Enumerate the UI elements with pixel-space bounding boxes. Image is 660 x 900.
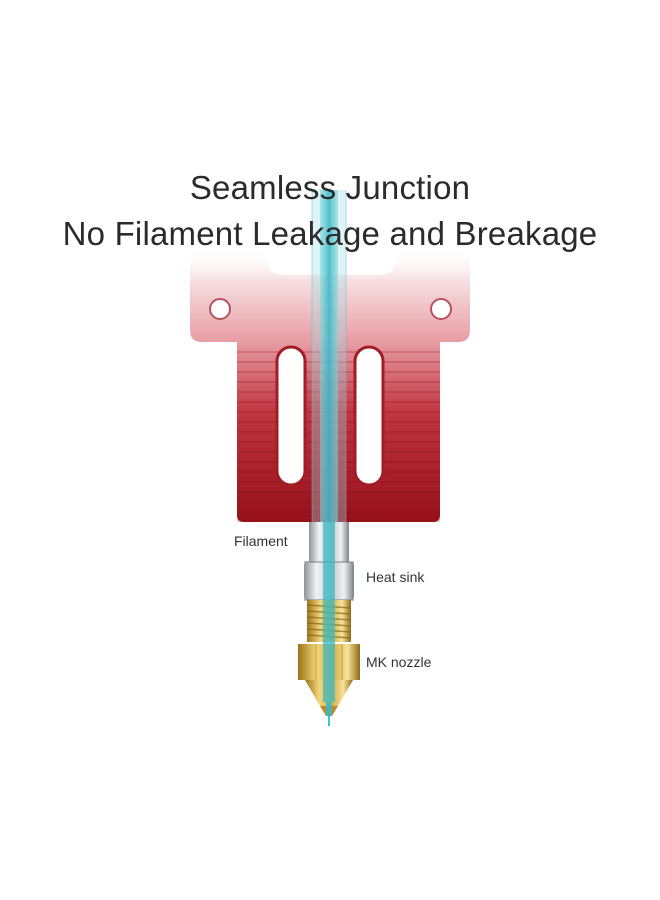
cooling-slot-right	[353, 345, 385, 487]
filament-channel	[311, 190, 347, 525]
mounting-hole-right	[430, 298, 452, 320]
heatsink-block	[185, 185, 475, 522]
heat-sink-label: Heat sink	[366, 569, 425, 585]
headline-line-2: No Filament Leakage and Breakage	[62, 215, 598, 252]
filament-strand	[323, 522, 335, 726]
nozzle-label: MK nozzle	[366, 654, 432, 670]
mounting-hole-left	[209, 298, 231, 320]
headline-line-1: Seamless Junction	[189, 169, 471, 206]
cooling-slot-left	[275, 345, 307, 487]
filament-label: Filament	[234, 533, 288, 549]
